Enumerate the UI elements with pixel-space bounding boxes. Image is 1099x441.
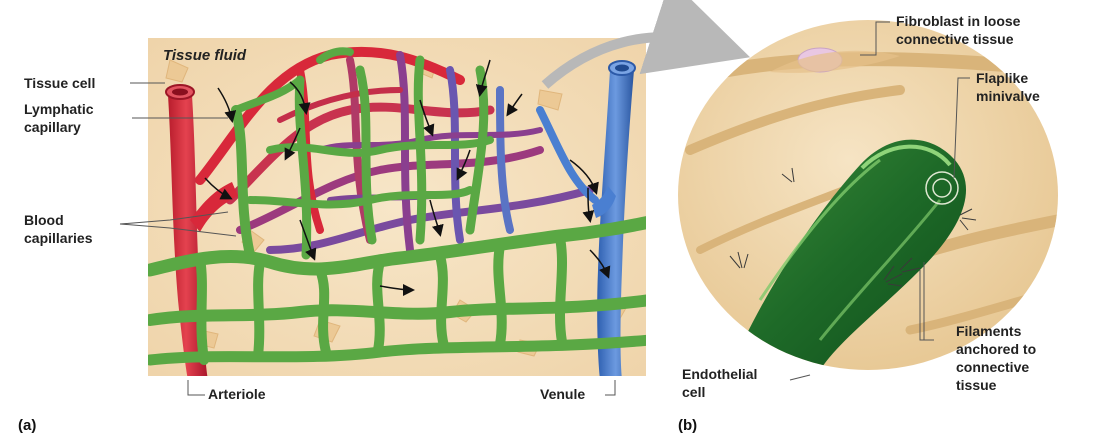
panel-b-letter: (b) (678, 417, 697, 434)
label-flaplike-line2: minivalve (976, 88, 1040, 105)
panel-a-letter: (a) (18, 417, 36, 434)
label-venule: Venule (540, 386, 585, 403)
label-lymphatic-line1: Lymphatic (24, 101, 94, 118)
label-filaments-line3: connective (956, 359, 1029, 376)
label-fibroblast-line2: connective tissue (896, 31, 1014, 48)
label-fibroblast-line1: Fibroblast in loose (896, 13, 1020, 30)
label-flaplike-line1: Flaplike (976, 70, 1028, 87)
label-endothelial-line1: Endothelial (682, 366, 757, 383)
label-filaments-line4: tissue (956, 377, 996, 394)
label-filaments-line2: anchored to (956, 341, 1036, 358)
label-endothelial-line2: cell (682, 384, 705, 401)
label-tissue-cell: Tissue cell (24, 75, 95, 92)
panel-a-illustration (148, 38, 650, 380)
label-lymphatic-line2: capillary (24, 119, 81, 136)
label-tissue-fluid: Tissue fluid (163, 47, 246, 64)
label-blood-line1: Blood (24, 212, 64, 229)
label-blood-line2: capillaries (24, 230, 93, 247)
label-arteriole: Arteriole (208, 386, 266, 403)
label-filaments-line1: Filaments (956, 323, 1021, 340)
